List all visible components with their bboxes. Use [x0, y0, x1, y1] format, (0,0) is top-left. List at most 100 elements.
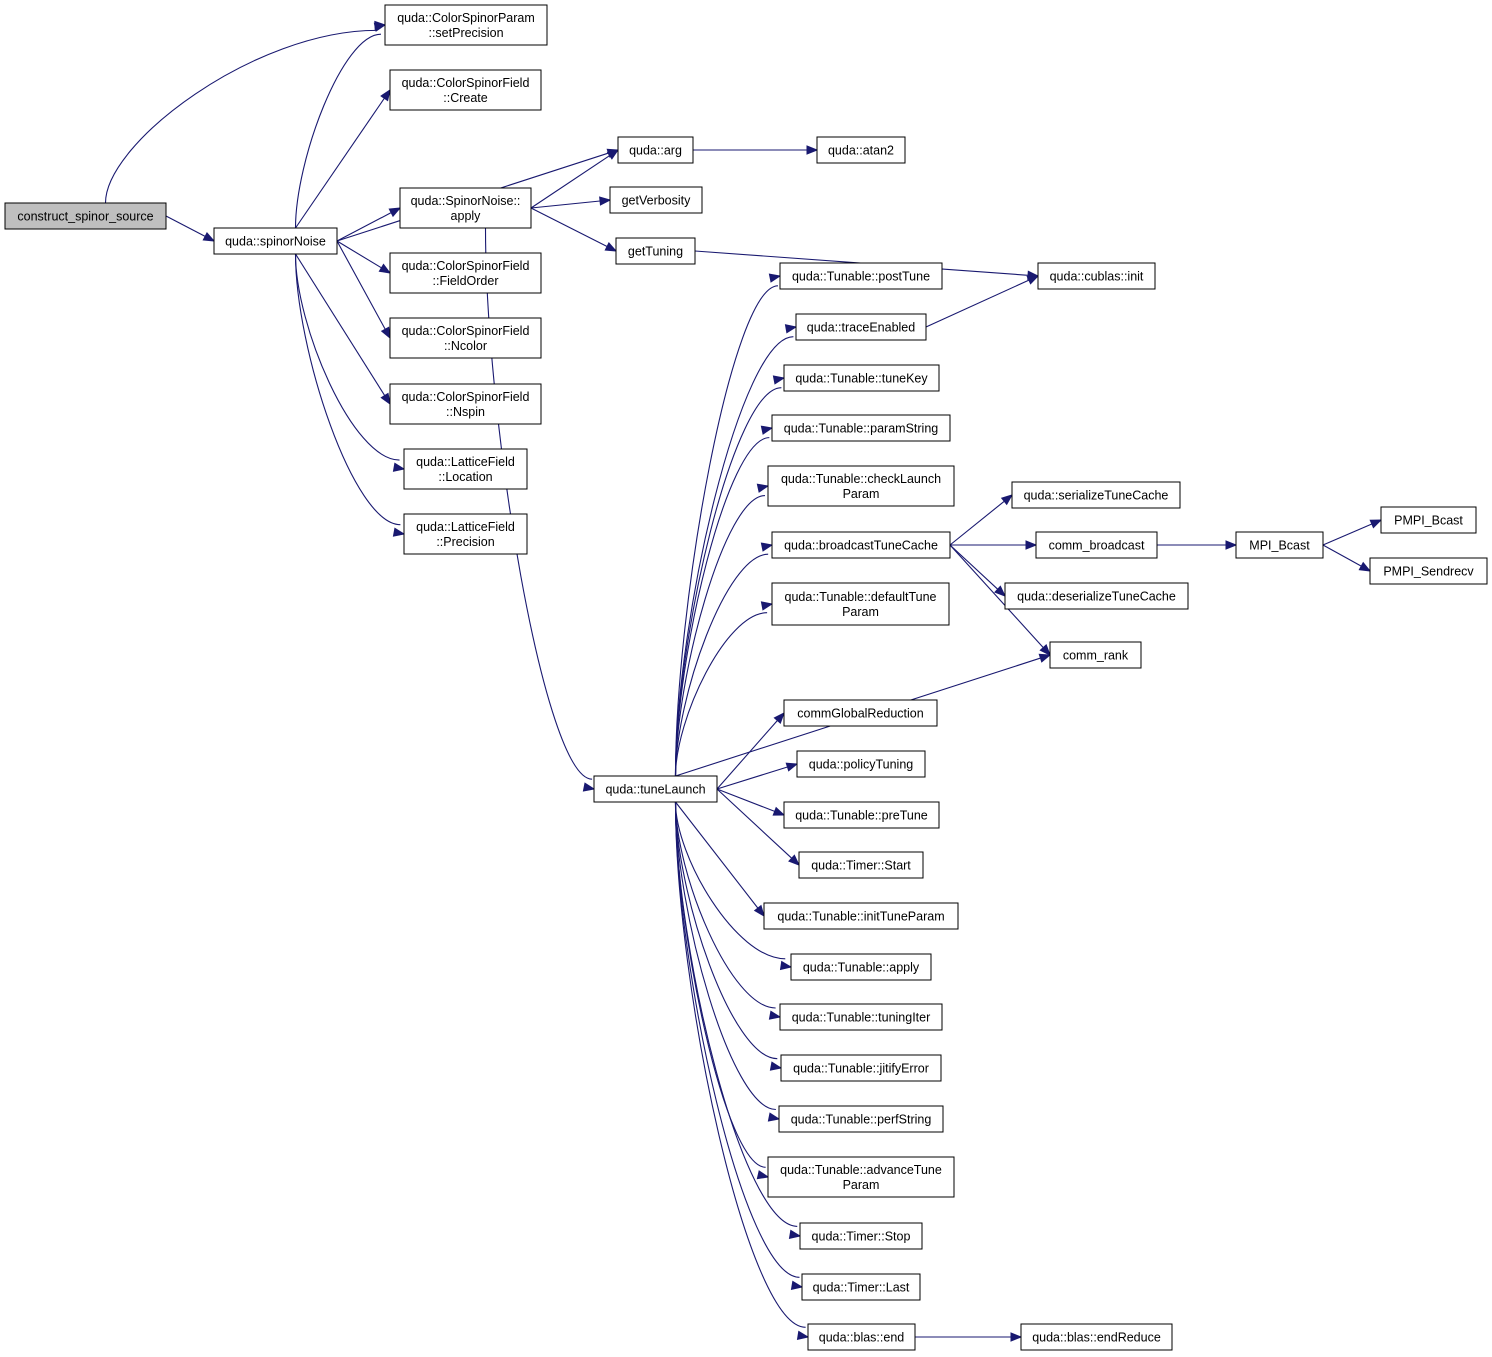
node-trace-enabled[interactable]: quda::traceEnabled [795, 313, 927, 341]
node-label: quda::Timer::Stop [812, 1230, 911, 1244]
arrowhead [380, 88, 391, 102]
node-ncolor[interactable]: quda::ColorSpinorField::Ncolor [389, 317, 542, 359]
node-comm-global-reduction[interactable]: commGlobalReduction [783, 699, 938, 727]
node-label: quda::Tunable::apply [803, 961, 920, 975]
node-blas-end[interactable]: quda::blas::end [807, 1323, 916, 1351]
node-timer-last[interactable]: quda::Timer::Last [801, 1273, 921, 1301]
node-box [389, 252, 542, 294]
node-post-tune[interactable]: quda::Tunable::postTune [779, 262, 943, 290]
edge-trace-enabled-to-cublas-init [925, 275, 1040, 328]
node-box [403, 448, 528, 490]
node-deserialize-tune-cache[interactable]: quda::deserializeTuneCache [1004, 582, 1189, 610]
edge-tune-launch-to-default-tune-param [674, 601, 774, 777]
node-arg[interactable]: quda::arg [617, 136, 694, 164]
node-tuning-iter[interactable]: quda::Tunable::tuningIter [779, 1003, 943, 1031]
arrowhead [1000, 494, 1014, 506]
arrowhead [1039, 644, 1051, 656]
node-label: quda::traceEnabled [807, 321, 915, 335]
node-precision[interactable]: quda::LatticeField::Precision [403, 513, 528, 555]
node-label: quda::ColorSpinorField [402, 259, 530, 273]
edge-comm-broadcast-to-mpi-bcast [1157, 540, 1238, 550]
edge-blas-end-to-end-reduce [915, 1332, 1023, 1342]
node-policy-tuning[interactable]: quda::policyTuning [796, 750, 926, 778]
arrowhead [1358, 561, 1372, 572]
node-box [593, 775, 718, 803]
node-tune-key[interactable]: quda::Tunable::tuneKey [783, 364, 940, 392]
node-box [796, 750, 926, 778]
node-nspin[interactable]: quda::ColorSpinorField::Nspin [389, 383, 542, 425]
edge-spinor-noise-to-spinor-noise-apply [336, 207, 402, 242]
edge-line [530, 155, 610, 209]
edge-mpi-bcast-to-pmpi-sendrecv [1322, 544, 1372, 572]
node-label: ::setPrecision [428, 26, 503, 40]
edge-line [294, 33, 381, 229]
node-broadcast-tune-cache[interactable]: quda::broadcastTuneCache [771, 531, 951, 559]
node-perf-string[interactable]: quda::Tunable::perfString [778, 1105, 944, 1133]
node-atan2[interactable]: quda::atan2 [816, 136, 906, 164]
edge-spinor-noise-to-nspin [295, 253, 391, 406]
node-label: quda::ColorSpinorField [402, 390, 530, 404]
node-tune-launch[interactable]: quda::tuneLaunch [593, 775, 718, 803]
arrowhead [1010, 1332, 1023, 1342]
node-param-string[interactable]: quda::Tunable::paramString [771, 414, 951, 442]
edge-tune-launch-to-timer-last [674, 801, 804, 1290]
node-label: quda::cublas::init [1050, 270, 1144, 284]
node-pmpi-bcast[interactable]: PMPI_Bcast [1380, 506, 1477, 534]
node-label: getTuning [628, 245, 683, 259]
arrowhead [392, 462, 406, 472]
arrowhead [760, 425, 774, 435]
node-label: ::Create [443, 91, 488, 105]
edge-tune-launch-to-jitify-error [674, 801, 783, 1071]
node-comm-rank[interactable]: comm_rank [1049, 641, 1142, 669]
node-pmpi-sendrecv[interactable]: PMPI_Sendrecv [1369, 557, 1488, 585]
node-create[interactable]: quda::ColorSpinorField::Create [389, 69, 542, 111]
edge-tune-launch-to-perf-string [674, 801, 781, 1122]
node-serialize-tune-cache[interactable]: quda::serializeTuneCache [1011, 481, 1181, 509]
node-mpi-bcast[interactable]: MPI_Bcast [1235, 531, 1324, 559]
edge-tune-launch-to-pre-tune [716, 788, 786, 816]
node-cublas-init[interactable]: quda::cublas::init [1037, 262, 1156, 290]
arrowhead [1225, 540, 1238, 550]
node-box [771, 414, 951, 442]
arrowhead [779, 960, 793, 971]
node-box [403, 513, 528, 555]
node-init-tune-param[interactable]: quda::Tunable::initTuneParam [763, 902, 959, 930]
node-spinor-noise[interactable]: quda::spinorNoise [213, 227, 338, 255]
edge-spinor-noise-apply-to-tune-launch [484, 227, 596, 792]
node-spinor-noise-apply[interactable]: quda::SpinorNoise::apply [399, 187, 532, 229]
node-label: quda::blas::end [819, 1331, 905, 1345]
node-label: quda::serializeTuneCache [1024, 489, 1169, 503]
arrowhead [788, 1229, 802, 1239]
node-jitify-error[interactable]: quda::Tunable::jitifyError [780, 1054, 942, 1082]
node-get-tuning[interactable]: getTuning [615, 237, 696, 265]
node-location[interactable]: quda::LatticeField::Location [403, 448, 528, 490]
node-label: quda::deserializeTuneCache [1017, 590, 1176, 604]
arrowhead [388, 207, 402, 218]
node-set-precision[interactable]: quda::ColorSpinorParam::setPrecision [384, 4, 548, 46]
arrowhead [599, 196, 612, 206]
node-construct-spinor-source[interactable]: construct_spinor_source [4, 202, 167, 230]
node-get-verbosity[interactable]: getVerbosity [609, 186, 703, 214]
node-tunable-apply[interactable]: quda::Tunable::apply [790, 953, 932, 981]
node-timer-start[interactable]: quda::Timer::Start [798, 851, 924, 879]
arrowhead [392, 527, 406, 537]
node-end-reduce[interactable]: quda::blas::endReduce [1020, 1323, 1173, 1351]
node-box [609, 186, 703, 214]
node-box [617, 136, 694, 164]
node-comm-broadcast[interactable]: comm_broadcast [1035, 531, 1158, 559]
node-field-order[interactable]: quda::ColorSpinorField::FieldOrder [389, 252, 542, 294]
arrowhead [606, 149, 620, 160]
edge-line [949, 544, 1044, 648]
node-label: quda::broadcastTuneCache [784, 539, 938, 553]
edge-tune-launch-to-timer-stop [674, 801, 802, 1239]
node-pre-tune[interactable]: quda::Tunable::preTune [783, 801, 940, 829]
edge-line [294, 253, 400, 461]
node-timer-stop[interactable]: quda::Timer::Stop [799, 1222, 923, 1250]
node-label: ::Location [438, 470, 492, 484]
edge-line [674, 437, 770, 777]
node-box [1235, 531, 1324, 559]
node-box [767, 1156, 955, 1198]
